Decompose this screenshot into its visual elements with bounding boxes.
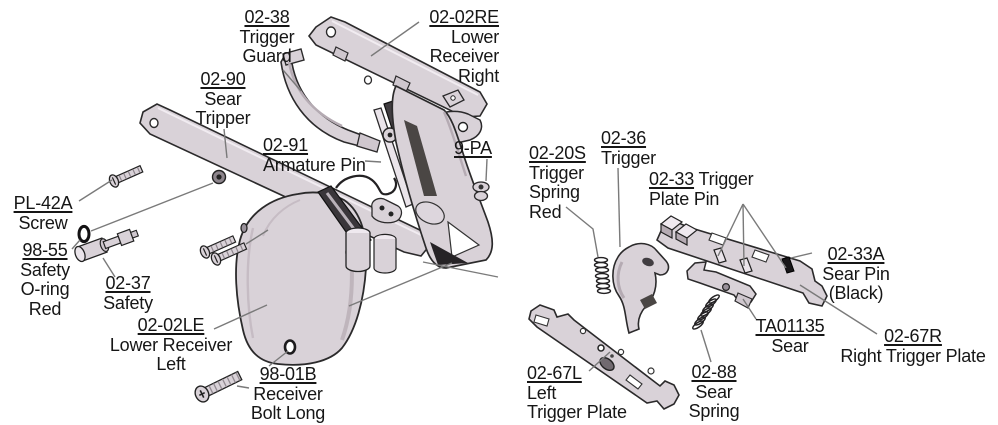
nine-pa-part — [472, 181, 490, 202]
part-label-armature-pin: 02-91 Armature Pin — [263, 135, 366, 175]
sear-part — [686, 261, 757, 309]
part-label-9-pa: 9-PA — [454, 138, 492, 158]
sear-spring-part — [692, 294, 720, 330]
safety-part — [74, 228, 140, 263]
part-label-safety: 02-37 Safety — [103, 273, 153, 313]
part-label-sear-pin-black: 02-33A Sear Pin (Black) — [822, 244, 890, 303]
sear-pin-part — [781, 256, 795, 274]
part-label-sear-tripper: 02-90 Sear Tripper — [195, 69, 251, 128]
trigger-part — [612, 242, 670, 335]
part-label-sear: TA01135 Sear — [755, 316, 825, 356]
part-label-lower-receiver-left: 02-02LE Lower Receiver Left — [109, 315, 233, 374]
part-label-left-trigger-plate: 02-67L Left Trigger Plate — [527, 363, 627, 422]
part-label-lower-receiver-right: 02-02RE Lower Receiver Right — [429, 7, 499, 86]
screw-part — [199, 235, 237, 259]
part-label-sear-spring: 02-88 Sear Spring — [688, 362, 740, 421]
trigger-spring-part — [593, 256, 612, 295]
right-trigger-plate-part — [656, 215, 828, 307]
screw-part — [210, 242, 248, 266]
part-label-trigger-guard: 02-38 Trigger Guard — [239, 7, 295, 66]
part-label-trigger: 02-36 Trigger — [601, 128, 656, 168]
part-label-safety-o-ring: 98-55 Safety O-ring Red — [20, 240, 70, 319]
part-label-right-trigger-plate: 02-67R Right Trigger Plate — [840, 326, 986, 366]
part-label-receiver-bolt-long: 98-01B Receiver Bolt Long — [250, 364, 326, 423]
part-label-screw: PL-42A Screw — [13, 193, 73, 233]
screw-part — [108, 164, 144, 188]
safety-o-ring-part — [77, 224, 91, 244]
part-label-trigger-spring-red: 02-20S Trigger Spring Red — [529, 143, 586, 222]
frame-cutaway-part — [391, 84, 494, 269]
trigger-guard-part — [280, 48, 381, 153]
receiver-bolt-part — [194, 370, 243, 403]
leader-lines — [71, 21, 878, 389]
part-label-trigger-plate-pin: 02-33 Trigger Plate Pin — [649, 169, 754, 209]
